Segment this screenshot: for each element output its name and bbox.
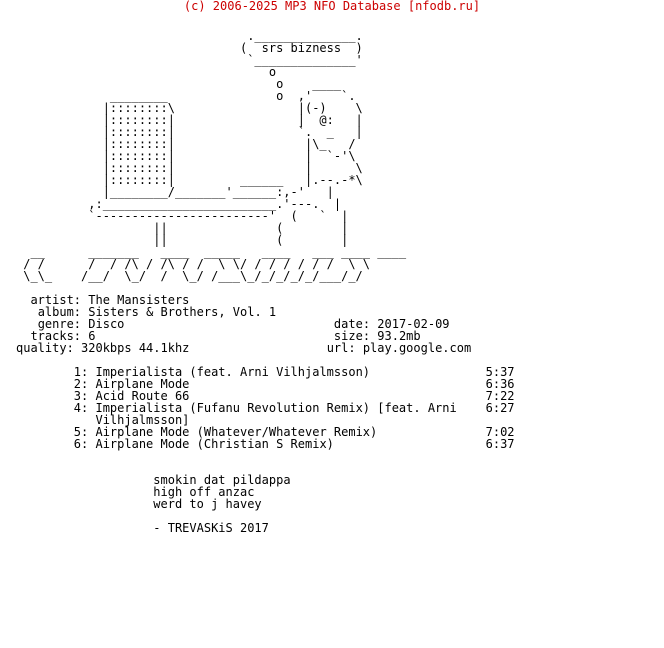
info-key: album: [37,305,82,319]
track-time: 7:02 [485,425,515,439]
info-key: date: [333,317,371,331]
track-number: 3: [73,389,89,403]
track-row: 3: Acid Route 66 7:22 [16,390,515,402]
track-title: Airplane Mode (Christian S Remix) [95,437,334,451]
info-key: tracks: [30,329,82,343]
track-row: 2: Airplane Mode 6:36 [16,378,515,390]
track-row: 1: Imperialista (feat. Arni Vilhjalmsson… [16,366,515,378]
footer-line: werd to j havey [153,497,262,511]
info-value: 93.2mb [377,329,421,343]
track-title: Acid Route 66 [95,389,190,403]
info-row-album: album: Sisters & Brothers, Vol. 1 [16,306,515,318]
track-row: 6: Airplane Mode (Christian S Remix) 6:3… [16,438,515,450]
track-row: 4: Imperialista (Fufanu Revolution Remix… [16,402,515,414]
info-value: Disco [88,317,125,331]
info-row-genre-date: genre: Disco date: 2017-02-09 [16,318,515,330]
track-number: 4: [73,401,89,415]
info-key: artist: [30,293,82,307]
nfo-content: .______________. ( srs bizness ) `______… [16,30,515,534]
track-number: 1: [73,365,89,379]
track-time: 6:27 [485,401,515,415]
track-title: Imperialista (Fufanu Revolution Remix) [… [95,401,457,415]
track-number: 6: [73,437,89,451]
ascii-art-logo: .______________. ( srs bizness ) `______… [23,29,407,283]
track-number: 2: [73,377,89,391]
track-title-continued: Vilhjalmsson] [95,413,190,427]
info-value: Sisters & Brothers, Vol. 1 [88,305,277,319]
footer-line: smokin dat pildappa [153,473,291,487]
track-time: 5:37 [485,365,515,379]
track-title: Airplane Mode (Whatever/Whatever Remix) [95,425,378,439]
info-row-quality-url: quality: 320kbps 44.1khz url: play.googl… [16,342,515,354]
info-value: 6 [88,329,96,343]
info-key: size: [333,329,371,343]
info-row-artist: artist: The Mansisters [16,294,515,306]
info-value: 2017-02-09 [377,317,450,331]
info-value: 320kbps 44.1khz [81,341,190,355]
page-header: (c) 2006-2025 MP3 NFO Database [nfodb.ru… [183,0,481,13]
info-value: The Mansisters [88,293,190,307]
track-title: Airplane Mode [95,377,190,391]
track-time: 7:22 [485,389,515,403]
footer-line: high off anzac [153,485,255,499]
track-number: 5: [73,425,89,439]
info-row-tracks-size: tracks: 6 size: 93.2mb [16,330,515,342]
signature: - TREVASKiS 2017 [153,521,269,535]
track-time: 6:37 [485,437,515,451]
track-title: Imperialista (feat. Arni Vilhjalmsson) [95,365,371,379]
info-value: play.google.com [362,341,472,355]
track-row-continued: Vilhjalmsson] [16,414,515,426]
info-key: url: [326,341,356,355]
info-key: genre: [37,317,82,331]
track-row: 5: Airplane Mode (Whatever/Whatever Remi… [16,426,515,438]
info-key: quality: [16,341,74,355]
track-time: 6:36 [485,377,515,391]
